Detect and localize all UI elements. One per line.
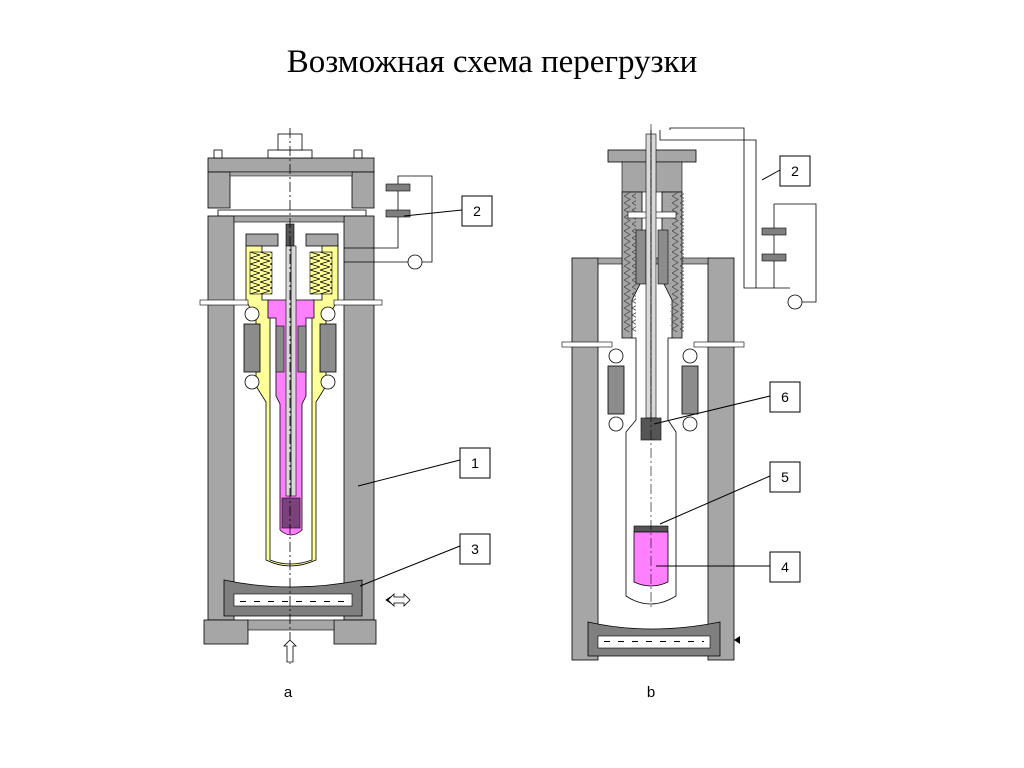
callout-label-5-b: 5 — [781, 469, 789, 485]
callout-label-4-b: 4 — [781, 559, 789, 575]
callout-box-3-a — [459, 533, 491, 565]
yellow-vessel-a — [245, 245, 339, 567]
callout-box-2-a — [461, 195, 493, 227]
page-title: Возможная схема перегрузки — [286, 44, 698, 80]
outer-wall-right-b — [707, 257, 735, 661]
caption-b: b — [647, 684, 655, 701]
magnet-left-b — [607, 365, 625, 415]
up-arrow-icon — [283, 639, 297, 663]
callout-label-2-b: 2 — [791, 163, 799, 179]
caption-a: a — [284, 684, 293, 701]
magnet-right-b — [681, 365, 699, 415]
outer-wall-left-b — [571, 257, 599, 661]
callout-box-2-b — [779, 155, 811, 187]
callout-label-1-a: 1 — [471, 455, 479, 471]
callout-box-5-b — [769, 461, 801, 493]
callout-box-4-b — [769, 551, 801, 583]
bidirectional-arrow-icon — [387, 593, 411, 607]
callout-box-6-b — [769, 381, 801, 413]
cryostat-diagram-b: 2 6 5 4 b — [561, 124, 817, 701]
cryostat-diagram-a: 2 1 3 a — [199, 128, 493, 701]
callout-label-6-b: 6 — [781, 389, 789, 405]
magnet-right-a — [319, 323, 337, 373]
outer-wall-right-a — [343, 215, 375, 621]
top-flange-a — [207, 157, 375, 173]
outer-wall-left-a — [207, 215, 235, 621]
callout-label-2-a: 2 — [473, 203, 481, 219]
callout-box-1-a — [459, 447, 491, 479]
callout-label-3-a: 3 — [471, 541, 479, 557]
magnet-left-a — [243, 323, 261, 373]
